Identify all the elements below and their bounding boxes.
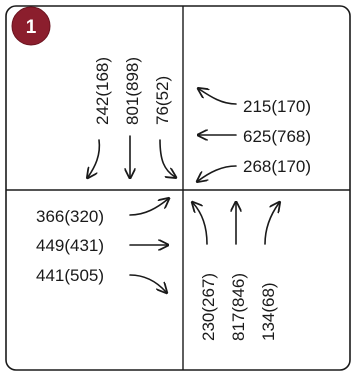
south-through-volume: 817(846) (229, 273, 248, 341)
west-left-volume: 441(505) (36, 266, 104, 285)
north-through-volume: 801(898) (123, 57, 142, 125)
south-left-volume: 230(267) (199, 273, 218, 341)
south-approach: 230(267) 817(846) 134(68) (193, 203, 279, 341)
north-right-volume: 76(52) (153, 76, 172, 125)
badge-number: 1 (26, 17, 37, 38)
east-right-volume: 268(170) (243, 157, 311, 176)
east-right-arrow (198, 165, 237, 181)
north-left-volume: 242(168) (93, 57, 112, 125)
west-through-volume: 449(431) (36, 236, 104, 255)
west-right-arrow (129, 199, 168, 216)
east-left-volume: 215(170) (243, 97, 311, 116)
badge-circle (11, 6, 51, 46)
east-approach: 215(170) 625(768) 268(170) (198, 89, 311, 181)
east-left-arrow (199, 89, 237, 105)
west-approach: 366(320) 449(431) 441(505) (36, 199, 168, 292)
north-left-arrow (88, 139, 101, 177)
diagram-frame (5, 5, 351, 371)
south-right-volume: 134(68) (259, 282, 278, 341)
step-badge: 1 (11, 6, 51, 46)
south-right-arrow (264, 203, 279, 245)
north-right-arrow (159, 139, 175, 177)
west-left-arrow (129, 274, 166, 292)
south-left-arrow (193, 203, 208, 245)
east-through-volume: 625(768) (243, 127, 311, 146)
north-approach: 242(168) 801(898) 76(52) (88, 57, 175, 177)
west-right-volume: 366(320) (36, 207, 104, 226)
